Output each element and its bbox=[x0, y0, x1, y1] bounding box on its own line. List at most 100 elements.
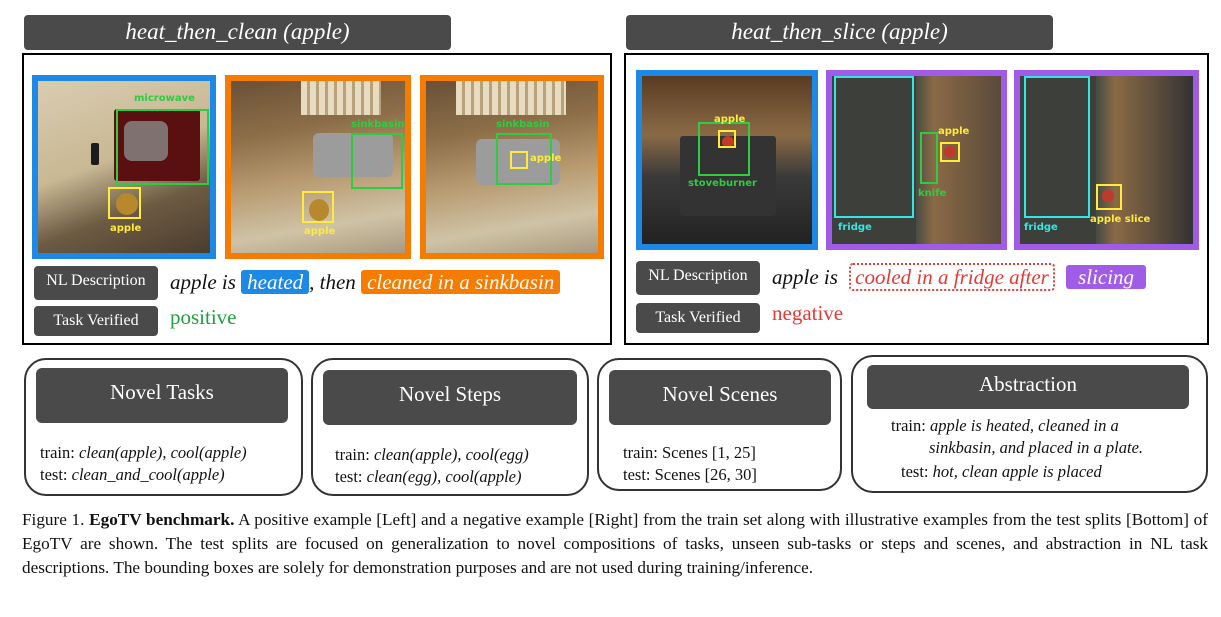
frame-stove: stoveburner apple bbox=[636, 70, 818, 250]
microwave-bbox bbox=[116, 109, 209, 185]
frame-sink-2: sinkbasin apple bbox=[420, 75, 604, 259]
apple-bbox bbox=[510, 151, 528, 169]
kitchen-image-microwave: microwave apple bbox=[38, 81, 210, 253]
train-example: train: apple is heated, cleaned in a bbox=[891, 415, 1119, 437]
apple-slice-bbox bbox=[1096, 184, 1122, 210]
sinkbasin-bbox bbox=[496, 133, 552, 185]
apple-bbox-label: apple bbox=[938, 126, 970, 137]
negative-example-title: heat_then_slice (apple) bbox=[626, 15, 1053, 50]
nl-step-heated: heated bbox=[241, 270, 310, 294]
window-shape bbox=[456, 81, 566, 115]
card-title: Novel Tasks bbox=[36, 368, 288, 423]
kitchen-image-sink-1: sinkbasin apple bbox=[231, 81, 405, 253]
card-title: Novel Steps bbox=[323, 370, 577, 425]
apple-shape bbox=[944, 146, 956, 158]
sinkbasin-bbox-label: sinkbasin bbox=[351, 119, 405, 130]
train-example: train: clean(apple), cool(apple) bbox=[40, 442, 247, 464]
test-value: hot, clean apple is placed bbox=[932, 462, 1102, 481]
apple-bbox-label: apple bbox=[530, 153, 562, 164]
test-example: test: Scenes [26, 30] bbox=[623, 464, 757, 486]
nl-description-text: apple is cooled in a fridge after slicin… bbox=[772, 263, 1147, 291]
sink-shape bbox=[313, 133, 393, 177]
card-title: Novel Scenes bbox=[609, 370, 831, 425]
positive-example-title: heat_then_clean (apple) bbox=[24, 15, 451, 50]
card-title: Abstraction bbox=[867, 365, 1189, 409]
test-value: clean(egg), cool(apple) bbox=[366, 467, 522, 486]
nl-description-tag: NL Description bbox=[636, 261, 760, 295]
verdict-positive: positive bbox=[170, 305, 237, 329]
card-abstraction: Abstraction train: apple is heated, clea… bbox=[851, 355, 1208, 493]
card-novel-scenes: Novel Scenes train: Scenes [1, 25] test:… bbox=[597, 358, 842, 491]
apple-bbox-label: apple bbox=[714, 114, 746, 125]
microwave-bbox-label: microwave bbox=[134, 93, 195, 104]
nl-prefix: apple is bbox=[772, 265, 838, 289]
knife-bbox-label: knife bbox=[918, 188, 947, 199]
test-example: test: clean(egg), cool(apple) bbox=[335, 466, 521, 488]
card-novel-steps: Novel Steps train: clean(apple), cool(eg… bbox=[311, 358, 589, 496]
fridge-bbox-label: fridge bbox=[838, 222, 872, 233]
negative-example-panel: stoveburner apple fridge knife apple fri… bbox=[624, 53, 1209, 345]
nl-description-text: apple is heated, then cleaned in a sinkb… bbox=[170, 270, 561, 295]
stoveburner-bbox-label: stoveburner bbox=[688, 178, 757, 189]
fridge-bbox-label: fridge bbox=[1024, 222, 1058, 233]
card-novel-tasks: Novel Tasks train: clean(apple), cool(ap… bbox=[24, 358, 303, 496]
frame-fridge-knife: fridge knife apple bbox=[826, 70, 1007, 250]
window-shape bbox=[301, 81, 381, 115]
train-example-continuation: sinkbasin, and placed in a plate. bbox=[929, 437, 1143, 459]
train-example: train: clean(apple), cool(egg) bbox=[335, 444, 529, 466]
nl-step-cooled: cooled in a fridge after bbox=[849, 263, 1055, 291]
fridge-bbox bbox=[1024, 76, 1090, 218]
sinkbasin-bbox bbox=[351, 133, 403, 189]
kitchen-image-fridge-2: fridge apple slice bbox=[1020, 76, 1193, 244]
stoveburner-bbox bbox=[698, 122, 750, 176]
apple-bbox-label: apple bbox=[110, 223, 142, 234]
figure-caption: Figure 1. EgoTV benchmark. A positive ex… bbox=[22, 508, 1208, 580]
frame-heat: microwave apple bbox=[32, 75, 216, 259]
apple-bbox bbox=[108, 187, 141, 219]
train-value: Scenes [1, 25] bbox=[661, 443, 756, 462]
train-label: train: bbox=[40, 443, 75, 462]
train-example: train: Scenes [1, 25] bbox=[623, 442, 756, 464]
task-verified-tag: Task Verified bbox=[34, 306, 158, 336]
test-value: clean_and_cool(apple) bbox=[71, 465, 225, 484]
stove-shape bbox=[680, 136, 776, 216]
frame-sink-1: sinkbasin apple bbox=[225, 75, 411, 259]
train-label: train: bbox=[891, 416, 926, 435]
train-label: train: bbox=[335, 445, 370, 464]
knife-bbox bbox=[920, 132, 938, 184]
kitchen-image-fridge-1: fridge knife apple bbox=[832, 76, 1001, 244]
sinkbasin-bbox-label: sinkbasin bbox=[496, 119, 550, 130]
apple-shape bbox=[309, 199, 329, 221]
test-label: test: bbox=[40, 465, 68, 484]
bottle-shape bbox=[91, 143, 99, 165]
apple-bbox bbox=[718, 130, 736, 148]
test-example: test: clean_and_cool(apple) bbox=[40, 464, 225, 486]
fridge-bbox bbox=[834, 76, 914, 218]
apple-slice-shape bbox=[1102, 190, 1114, 202]
nl-step-slicing: slicing bbox=[1066, 265, 1147, 289]
test-label: test: bbox=[623, 465, 651, 484]
nl-step-cleaned: cleaned in a sinkbasin bbox=[361, 270, 561, 294]
nl-connector: , then bbox=[309, 270, 356, 294]
positive-example-panel: microwave apple sinkbasin apple sinkbasi… bbox=[22, 53, 612, 345]
apple-bbox bbox=[302, 191, 334, 223]
train-label: train: bbox=[623, 443, 658, 462]
figure-label: Figure 1. bbox=[22, 510, 85, 529]
nl-description-tag: NL Description bbox=[34, 266, 158, 300]
apple-bbox-label: apple bbox=[304, 226, 336, 237]
kitchen-image-stove: stoveburner apple bbox=[642, 76, 812, 244]
train-value: clean(apple), cool(apple) bbox=[78, 443, 247, 462]
test-label: test: bbox=[901, 462, 929, 481]
test-value: Scenes [26, 30] bbox=[654, 465, 757, 484]
verdict-negative: negative bbox=[772, 301, 844, 325]
nl-prefix: apple is bbox=[170, 270, 236, 294]
train-value-line-2: sinkbasin, and placed in a plate. bbox=[929, 438, 1144, 457]
apple-shape bbox=[116, 193, 138, 215]
figure-caption-text: A positive example [Left] and a negative… bbox=[22, 510, 1208, 577]
apple-slice-bbox-label: apple slice bbox=[1090, 214, 1151, 225]
test-example: test: hot, clean apple is placed bbox=[901, 461, 1102, 483]
kitchen-image-sink-2: sinkbasin apple bbox=[426, 81, 598, 253]
train-value-line-1: apple is heated, cleaned in a bbox=[929, 416, 1119, 435]
figure-bold-title: EgoTV benchmark. bbox=[89, 510, 235, 529]
apple-shape bbox=[722, 136, 734, 148]
